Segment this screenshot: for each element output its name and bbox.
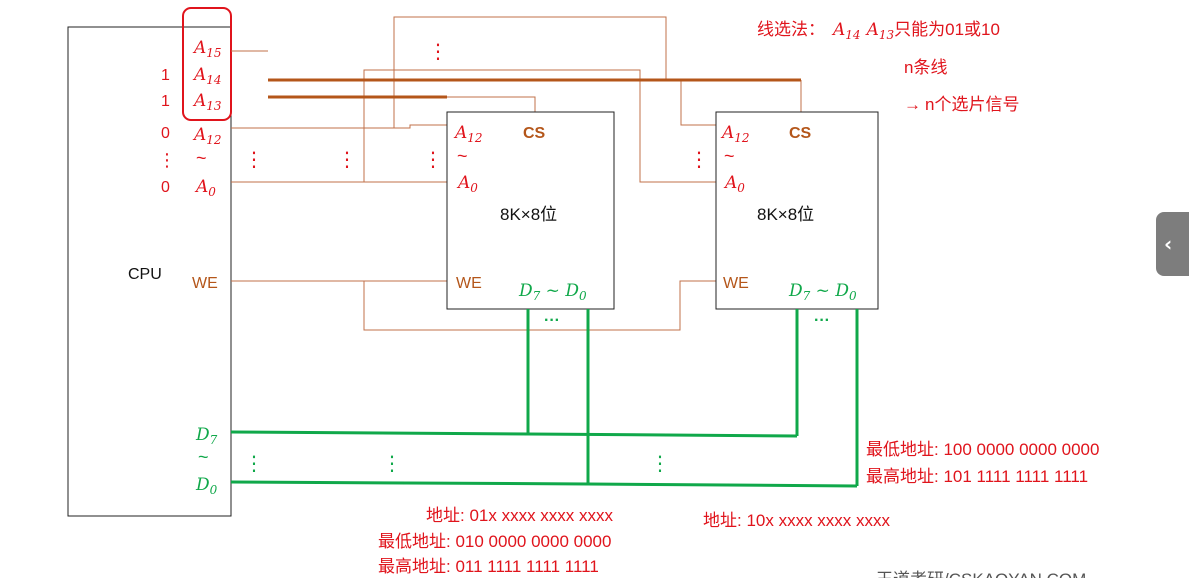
watermark: 王道考研/CSKAOYAN.COM bbox=[876, 570, 1086, 578]
chip2-data-range: D7 ~ D0 bbox=[788, 281, 857, 303]
bit-a12-value: 0 bbox=[161, 125, 170, 142]
arrow-icon: → bbox=[904, 95, 921, 114]
chip1-box bbox=[446, 111, 615, 310]
signal-count-note: →n个选片信号 bbox=[904, 95, 1019, 114]
chip1-we-label: WE bbox=[456, 275, 482, 292]
addr-bus-vdots-3: ⋮ bbox=[423, 149, 443, 171]
data-bus-vdots-2: ⋮ bbox=[382, 453, 402, 475]
chip1-a0-label: A0 bbox=[456, 173, 478, 195]
chip2-address-pattern: 地址: 10x xxxx xxxx xxxx bbox=[703, 511, 891, 530]
side-panel-toggle[interactable]: ‹ bbox=[1156, 212, 1189, 276]
cpu-box bbox=[67, 26, 232, 517]
data-bus-vdots-1: ⋮ bbox=[244, 453, 264, 475]
chevron-left-icon: ‹ bbox=[1164, 232, 1173, 256]
chip2-data-hdots: ··· bbox=[814, 312, 830, 329]
chip1-data-range: D7 ~ D0 bbox=[518, 281, 587, 303]
addr-bus-vdots-2: ⋮ bbox=[337, 149, 357, 171]
chip2-capacity: 8K×8位 bbox=[757, 205, 814, 224]
pin-data-tilde: ~ bbox=[198, 447, 209, 467]
selection-highlight-box bbox=[182, 7, 232, 121]
pin-a15-label: A15 bbox=[192, 38, 222, 60]
chip1-addr-tilde: ~ bbox=[457, 146, 468, 166]
chip1-lowest-address: 最低地址: 010 0000 0000 0000 bbox=[378, 532, 611, 551]
chip1-cs-label: CS bbox=[523, 125, 546, 142]
bit-a14-value: 1 bbox=[161, 67, 170, 84]
addr-bus-vdots-top: ⋮ bbox=[428, 41, 448, 63]
chip1-capacity: 8K×8位 bbox=[500, 205, 557, 224]
chip1-highest-address: 最高地址: 011 1111 1111 1111 bbox=[378, 557, 599, 576]
chip2-highest-address: 最高地址: 101 1111 1111 1111 bbox=[866, 467, 1088, 486]
addr-bus-vdots-4: ⋮ bbox=[689, 149, 709, 171]
pin-d7-label: D7 bbox=[195, 425, 218, 447]
chip1-a12-label: A12 bbox=[453, 123, 483, 145]
data-bus-lines bbox=[230, 309, 859, 488]
chip2-box bbox=[715, 111, 879, 310]
bit-a13-value: 1 bbox=[161, 93, 170, 110]
chip2-we-label: WE bbox=[723, 275, 749, 292]
chip1-data-hdots: ··· bbox=[544, 312, 560, 329]
chip1-address-pattern: 地址: 01x xxxx xxxx xxxx bbox=[426, 506, 614, 525]
bit-vdots: ⋮ bbox=[158, 150, 176, 170]
chip2-cs-label: CS bbox=[789, 125, 812, 142]
addr-bus-vdots-1: ⋮ bbox=[244, 149, 264, 171]
chip2-a12-label: A12 bbox=[720, 123, 750, 145]
line-count-note: n条线 bbox=[904, 58, 947, 77]
pin-a0-label: A0 bbox=[194, 177, 216, 199]
pin-d0-label: D0 bbox=[195, 475, 218, 497]
pin-a12-label: A12 bbox=[192, 125, 222, 147]
bit-a0-value: 0 bbox=[161, 179, 170, 196]
cpu-we-label: WE bbox=[192, 275, 218, 292]
chip2-a0-label: A0 bbox=[723, 173, 745, 195]
pin-a14-label: A14 bbox=[192, 65, 222, 87]
data-bus-vdots-3: ⋮ bbox=[650, 453, 670, 475]
pin-a13-label: A13 bbox=[192, 91, 222, 113]
chip2-lowest-address: 最低地址: 100 0000 0000 0000 bbox=[866, 440, 1099, 459]
select-lines bbox=[268, 78, 801, 99]
chip2-addr-tilde: ~ bbox=[724, 146, 735, 166]
pin-addr-tilde: ~ bbox=[196, 148, 207, 168]
cpu-label: CPU bbox=[128, 266, 162, 283]
